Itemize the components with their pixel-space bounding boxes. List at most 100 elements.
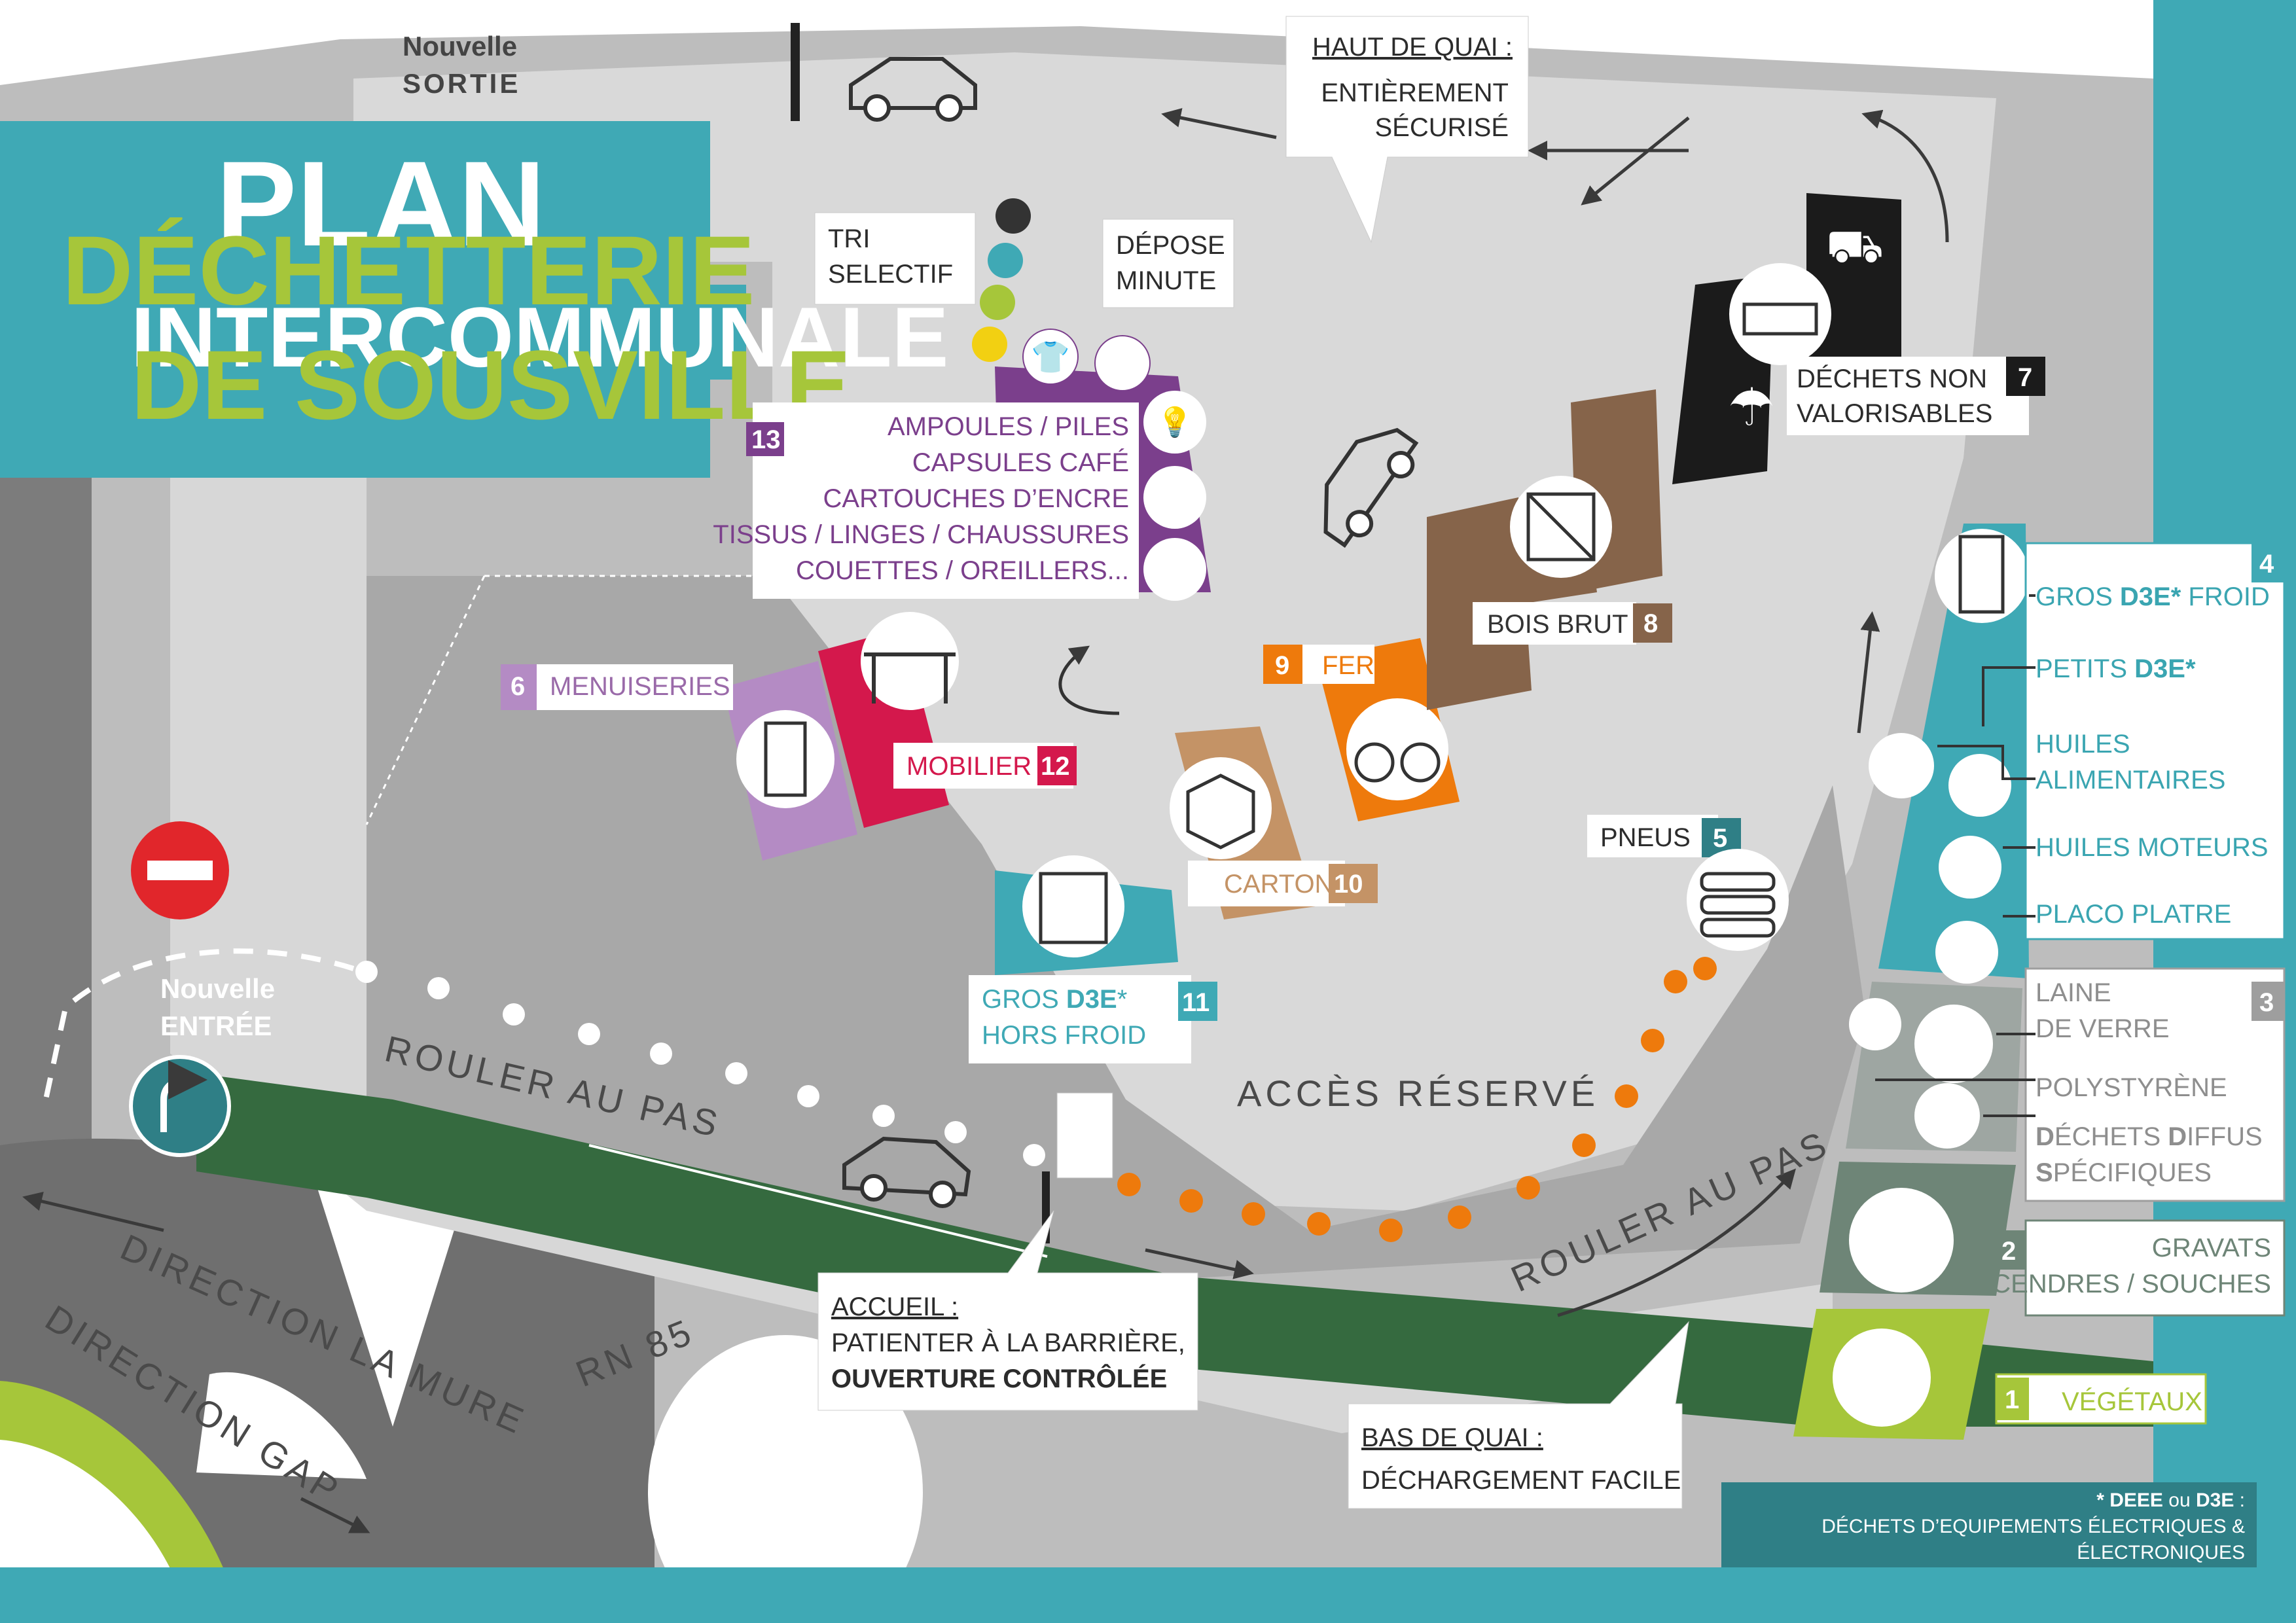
zone-9-fer: 9 FER [1263,638,1460,821]
callout-bas-title: BAS DE QUAI : [1361,1423,1543,1452]
car-icon [842,1136,971,1208]
dishwasher-icon [1022,855,1124,957]
callout-haut-line1: ENTIÈREMENT [1321,78,1509,107]
box-icon [1170,757,1272,859]
callout-bas-line1: DÉCHARGEMENT FACILE [1361,1465,1681,1495]
ink-cartridge-icon [1143,466,1206,529]
zone-7-number: 7 [2018,363,2032,392]
svg-text:💡: 💡 [1157,406,1193,438]
zone-10-label: CARTON [1224,870,1333,899]
zone-12-label: MOBILIER [906,752,1031,781]
tri-bin-teal [988,243,1023,278]
label-laine-de-verre-line1: LAINE [2036,978,2111,1007]
title-line4: DE SOUSVILLE [131,330,851,440]
zone-13-item-4: TISSUS / LINGES / CHAUSSURES [713,520,1129,549]
title-line1: PLAN [216,137,546,272]
zone-4-number: 4 [2259,550,2274,579]
zone-7-label-line1: DÉCHETS NON [1797,364,1987,393]
road-label-acces-reserve: ACCÈS RÉSERVÉ [1237,1073,1599,1114]
title-line2: DÉCHETTERIE [62,215,755,325]
zone-12-mobilier: MOBILIER 12 [818,612,1077,828]
label-petits-d3e: PETITS D3E* [2036,654,2196,683]
branch-icon [1833,1329,1931,1427]
bicycle-icon [1346,698,1448,800]
zone-6-number: 6 [511,672,525,701]
insulation-roll-icon [1914,1005,1993,1083]
callout-accueil: ACCUEIL : PATIENTER À LA BARRIÈRE, OUVER… [817,1210,1198,1411]
zone-1-number: 1 [2005,1385,2019,1414]
turn-right-icon [129,1055,231,1157]
basket-icon [1729,263,1831,365]
zone-13-item-3: CARTOUCHES D’ENCRE [823,484,1129,513]
zone-11-number: 11 [1182,988,1210,1017]
label-dechets-diffus-line1: DÉCHETS DIFFUS [2036,1122,2263,1151]
zone-5-pneus: PNEUS 5 [1587,815,1789,951]
footnote-line2: DÉCHETS D’EQUIPEMENTS ÉLECTRIQUES & [1821,1516,2245,1537]
callout-haut-de-quai: HAUT DE QUAI : ENTIÈREMENT SÉCURISÉ [1285,16,1529,243]
bottom-teal-strip [0,1567,2296,1623]
zone-6-menuiseries: 6 MENUISERIES [501,661,857,861]
zone-10-carton: CARTON 10 [1170,726,1378,919]
label-gravats: GRAVATS [2152,1234,2271,1262]
stroller-icon: ⛟ [1826,221,1884,272]
exit-label-line1: Nouvelle [403,31,517,62]
dark-green-band [196,1073,2153,1427]
oil-can-icon [1948,754,2011,817]
bulb-icon [1143,391,1206,454]
motor-oil-icon [1939,836,2001,899]
tri-bin-green [980,285,1015,320]
label-huiles-alimentaires-line1: HUILES [2036,730,2130,758]
white-dotted-path [355,961,1045,1166]
zone-9-label: FER [1322,651,1374,680]
footnote-line1: * DEEE ou D3E : [2096,1489,2245,1511]
footnote: * DEEE ou D3E : DÉCHETS D’EQUIPEMENTS ÉL… [1721,1482,2257,1567]
label-huiles-alimentaires-line2: ALIMENTAIRES [2036,766,2225,794]
label-polystyrene: POLYSTYRÈNE [2036,1073,2227,1102]
callout-accueil-title: ACCUEIL : [831,1293,958,1321]
label-huiles-moteurs: HUILES MOTEURS [2036,833,2269,862]
zone-11-label-line2: HORS FROID [982,1021,1146,1050]
upper-platform [353,52,1996,1211]
tshirt-icon [1022,329,1079,385]
zone-8-label: BOIS BRUT [1487,610,1628,639]
right-quay [1793,524,2029,1440]
depose-label-line1: DÉPOSE [1116,230,1225,260]
connector-lines [1875,594,2036,1117]
entry-label-line2: ENTRÉE [160,1010,272,1041]
polystyrene-icon [1849,998,1901,1050]
car-icon [1323,427,1419,548]
label-vegetaux: VÉGÉTAUX [2062,1387,2202,1416]
zone-3-number: 3 [2259,988,2274,1017]
label-laine-de-verre-line2: DE VERRE [2036,1014,2170,1043]
callout-accueil-line2: OUVERTURE CONTRÔLÉE [831,1363,1167,1393]
tri-label-line1: TRI [828,224,870,253]
callout-haut-title: HAUT DE QUAI : [1312,33,1513,62]
callout-accueil-line1: PATIENTER À LA BARRIÈRE, [831,1328,1185,1357]
zone-13-number: 13 [751,425,781,454]
car-icon [849,57,977,122]
zone-8-number: 8 [1643,609,1658,638]
traffic-arrows [22,108,1949,1533]
zone-11-label-line1: GROS D3E* [982,985,1127,1014]
callout-bas-de-quai: BAS DE QUAI : DÉCHARGEMENT FACILE [1348,1321,1689,1509]
zone-8-bois-brut: BOIS BRUT 8 [1427,389,1672,710]
zone-11-gros-d3e: GROS D3E* HORS FROID 11 [969,855,1217,1063]
iron-icon [1869,733,1934,798]
tri-bin-black [996,198,1031,234]
zone-5-label: PNEUS [1600,823,1691,852]
callout-haut-line2: SÉCURISÉ [1375,113,1509,142]
right-label-panel: 4 GROS D3E* FROID PETITS D3E* HUILES ALI… [1992,542,2286,1425]
placo-icon [1935,921,1998,984]
depose-label-line2: MINUTE [1116,266,1216,295]
title-line3: INTERCOMMUNALE [131,289,948,385]
title-block: PLAN DÉCHETTERIE INTERCOMMUNALE DE SOUSV… [0,121,948,478]
zone-13-item-2: CAPSULES CAFÉ [912,448,1129,477]
label-placo-platre: PLACO PLATRE [2036,900,2231,929]
zone-13-item-5: COUETTES / OREILLERS... [796,556,1129,585]
label-cendres-souches: CENDRES / SOUCHES [1992,1270,2271,1298]
zone-13: 13 AMPOULES / PILES CAPSULES CAFÉ CARTOU… [713,329,1211,601]
label-gros-d3e-froid: GROS D3E* FROID [2036,582,2270,611]
tri-bin-yellow [972,327,1007,362]
coffee-capsule-icon [1094,335,1151,391]
